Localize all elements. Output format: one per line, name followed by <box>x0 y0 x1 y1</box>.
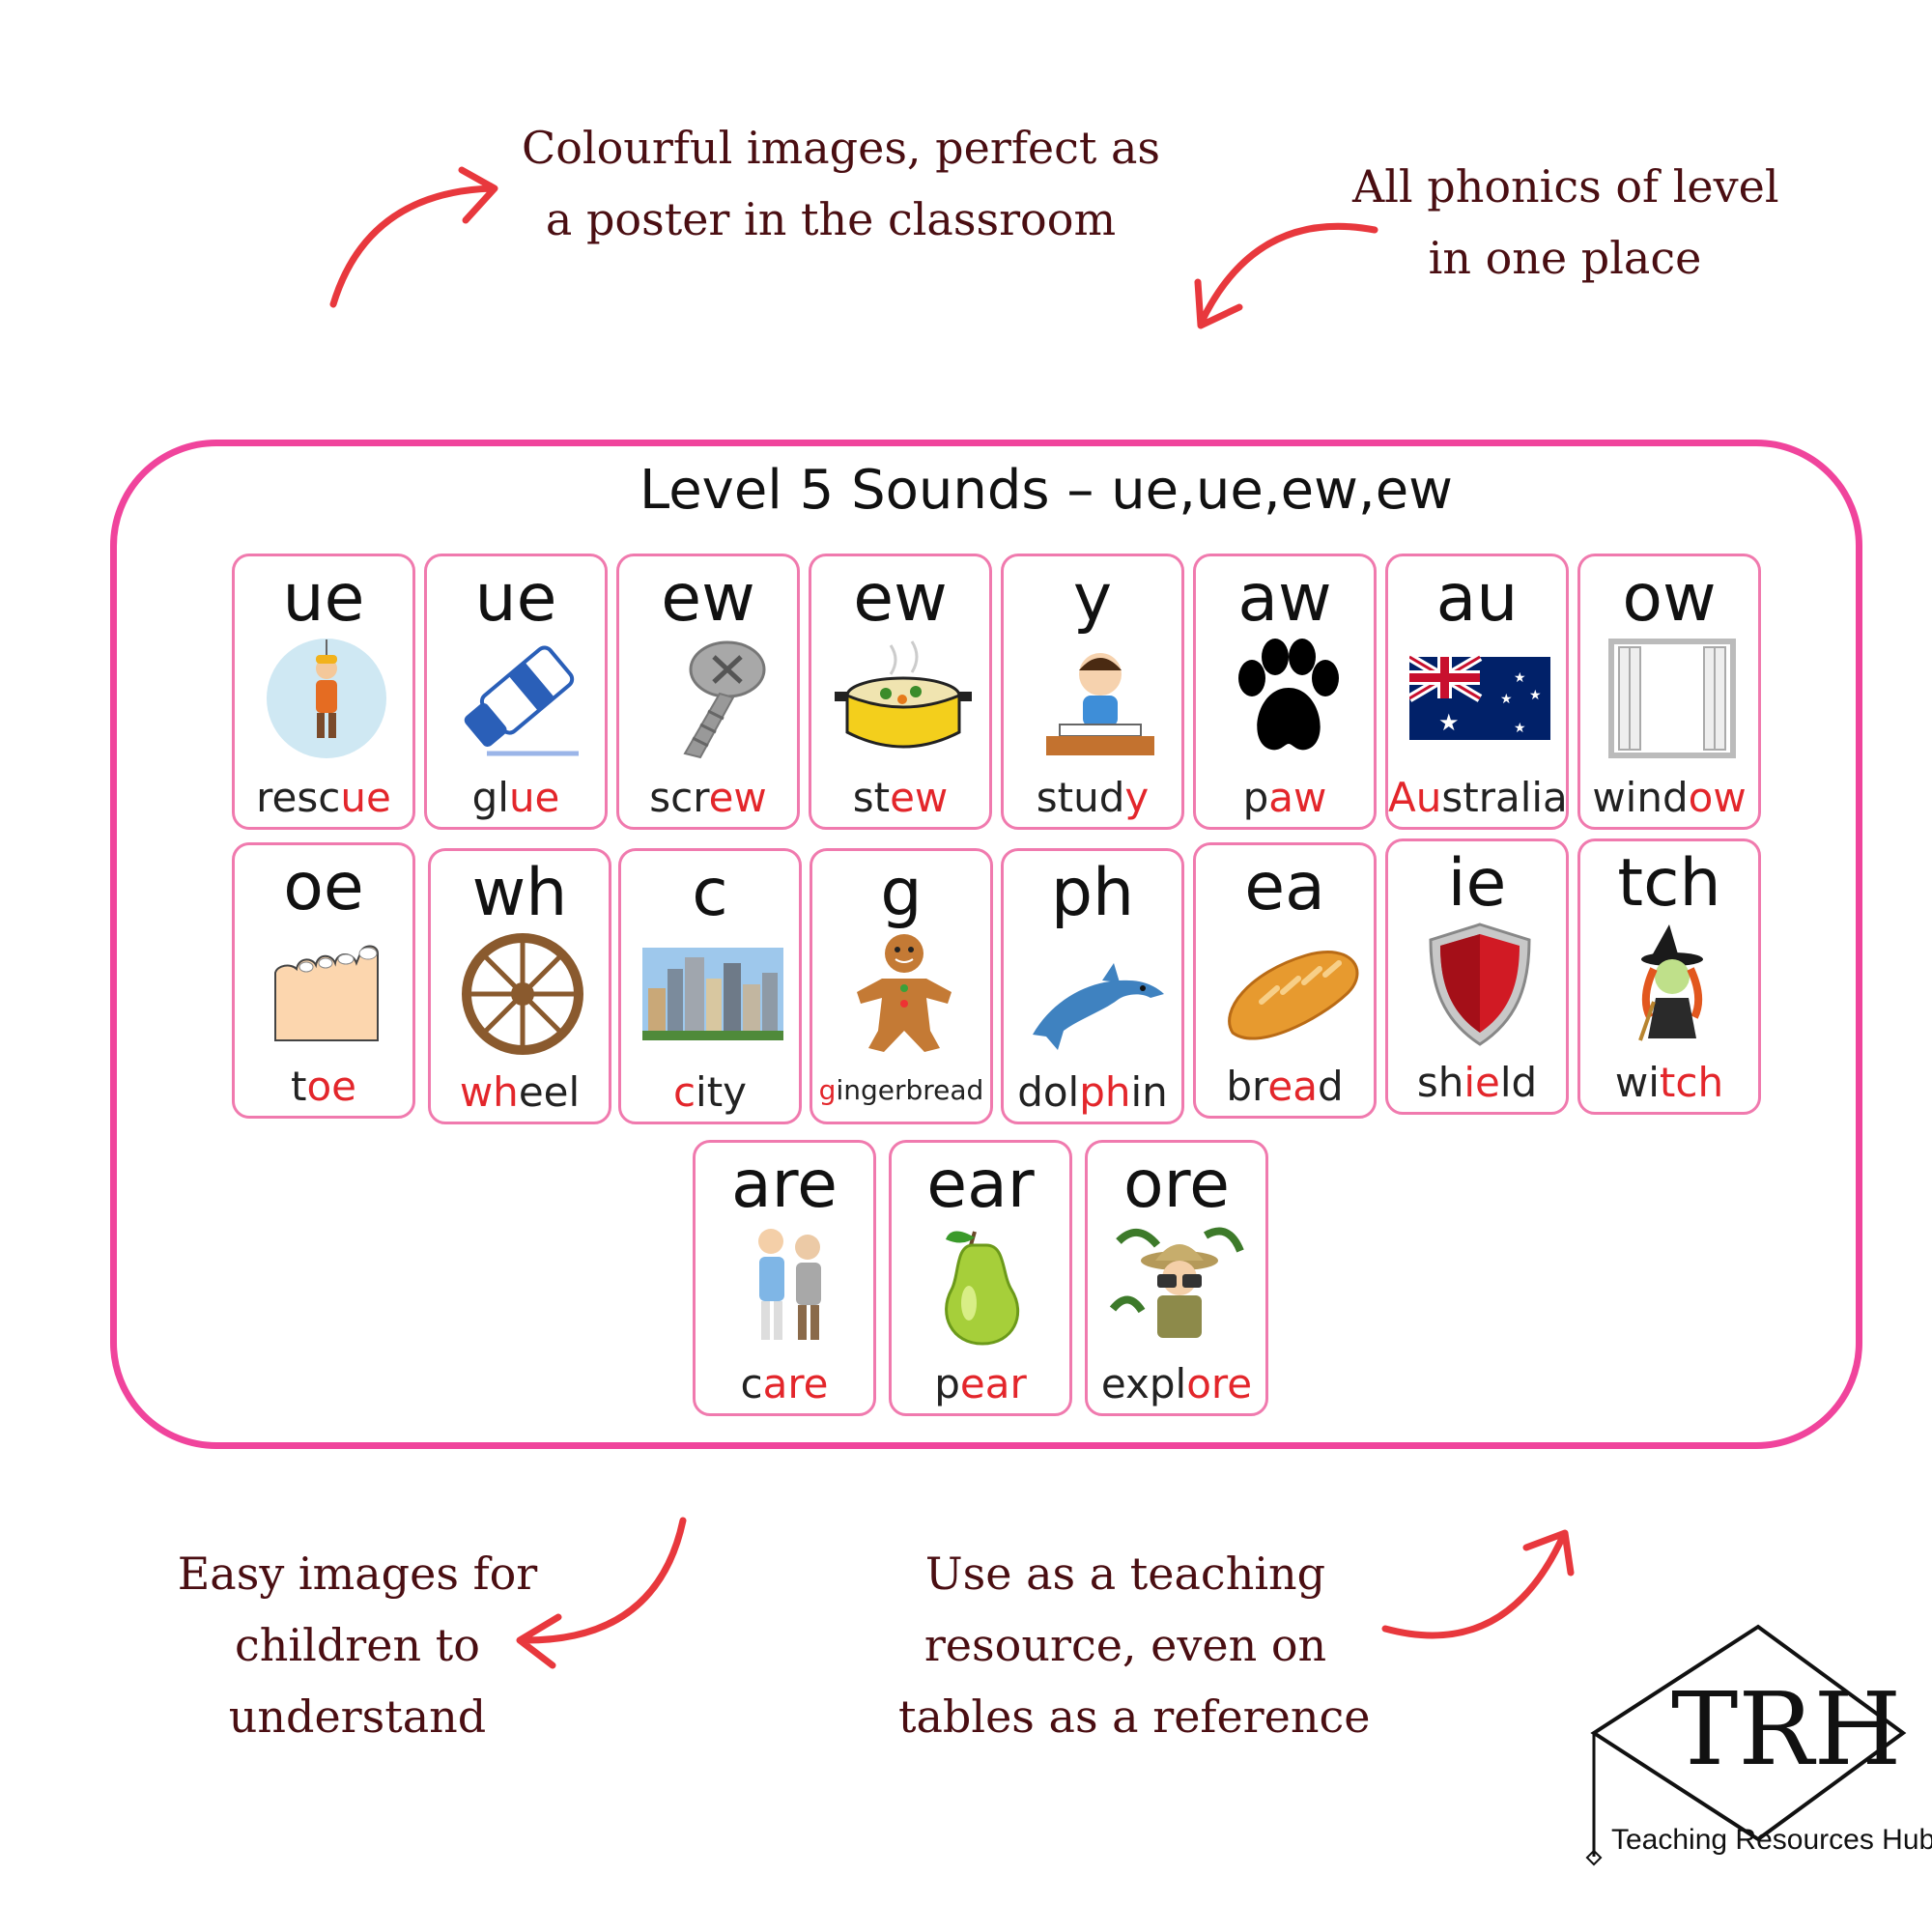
arrow-bottom-left-icon <box>516 1517 687 1669</box>
phonics-card-ie-shield: ie shield <box>1385 838 1569 1115</box>
phonics-card-oe-toe: oe toe <box>232 842 415 1119</box>
paw-print-icon <box>1238 639 1339 751</box>
phonics-card-ue-rescue: ue rescue <box>232 554 415 830</box>
svg-text:★: ★ <box>1514 721 1526 736</box>
care-people-icon <box>758 1229 821 1340</box>
phonics-card-tch-witch: tch witch <box>1577 838 1761 1115</box>
wheel-icon <box>462 933 583 1055</box>
studying-child-icon <box>1046 653 1154 755</box>
phonics-card-ea-bread: ea bread <box>1193 842 1377 1119</box>
svg-text:★: ★ <box>1500 692 1513 707</box>
pear-icon <box>945 1231 1020 1346</box>
screw-icon <box>683 640 766 759</box>
callout-top-right: All phonics of level in one place <box>1352 160 1779 284</box>
dolphin-icon <box>1033 963 1164 1050</box>
shield-icon <box>1429 923 1531 1046</box>
phonics-card-ew-screw: ew screw <box>616 554 800 830</box>
phonics-card-ear-pear: ear pear <box>889 1140 1072 1416</box>
svg-text:★: ★ <box>1514 670 1526 686</box>
phonics-card-ew-stew: ew stew <box>809 554 992 830</box>
svg-text:★: ★ <box>1438 709 1460 736</box>
callout-bottom-right: Use as a teaching resource, even on tabl… <box>898 1548 1371 1743</box>
arrow-bottom-right-icon <box>1381 1529 1575 1639</box>
toe-icon <box>274 945 379 1041</box>
phonics-card-g-gingerbread: g gingerbread <box>810 848 993 1124</box>
glue-stick-icon <box>464 645 579 756</box>
arrow-top-right-icon <box>1194 222 1378 329</box>
phonics-card-ore-explore: ore explore <box>1085 1140 1268 1416</box>
phonics-board <box>110 440 1862 1449</box>
phonics-card-ow-window: ow window <box>1577 554 1761 830</box>
trh-logo-icon: TRH <box>1585 1624 1907 1866</box>
logo-text: Teaching Resources Hub <box>1611 1824 1932 1856</box>
phonics-card-ph-dolphin: ph dolphin <box>1001 848 1184 1124</box>
svg-text:★: ★ <box>1529 688 1542 703</box>
svg-text:TRH: TRH <box>1671 1670 1901 1788</box>
phonics-card-aw-paw: aw paw <box>1193 554 1377 830</box>
board-title: Level 5 Sounds – ue,ue,ew,ew <box>639 459 1453 522</box>
arrow-top-left-icon <box>329 166 498 308</box>
witch-icon <box>1638 924 1703 1041</box>
phonics-card-c-city: c city <box>618 848 802 1124</box>
phonics-card-wh-wheel: wh wheel <box>428 848 611 1124</box>
callout-bottom-left: Easy images for children to understand <box>177 1548 538 1743</box>
stew-pot-icon <box>835 640 972 749</box>
callout-top-left: Colourful images, perfect as a poster in… <box>522 122 1160 245</box>
explorer-icon <box>1109 1227 1244 1338</box>
bread-icon <box>1228 951 1359 1040</box>
phonics-card-ue-glue: ue glue <box>424 554 608 830</box>
gingerbread-man-icon <box>857 934 952 1052</box>
phonics-card-are-care: are care <box>693 1140 876 1416</box>
rescuer-icon <box>267 639 386 758</box>
window-icon <box>1608 639 1736 758</box>
australia-flag-icon: ★ ★ ★ ★ ★ <box>1409 653 1550 740</box>
phonics-card-au-australia: au ★ ★ ★ ★ ★ Australia <box>1385 554 1569 830</box>
city-icon <box>642 948 783 1040</box>
phonics-card-y-study: y study <box>1001 554 1184 830</box>
